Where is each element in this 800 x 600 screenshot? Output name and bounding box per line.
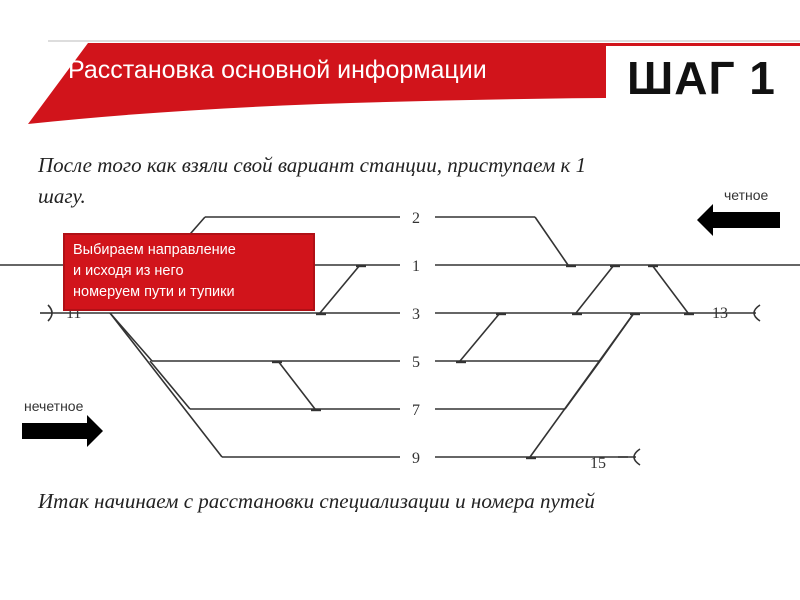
arrow-even-icon — [697, 204, 780, 236]
track-label-15: 15 — [590, 455, 606, 472]
switch-5-b — [459, 312, 501, 362]
outro-text: Итак начинаем с расстановки специализаци… — [38, 489, 595, 513]
switch-7-b — [277, 360, 316, 410]
callout-box: Выбираем направление и исходя из него но… — [63, 233, 315, 311]
switch-2-right — [534, 216, 569, 266]
switch-7-a — [149, 360, 191, 410]
track-label-2: 2 — [412, 210, 420, 227]
arrow-odd-icon — [22, 415, 103, 447]
track-label-1: 1 — [412, 258, 420, 275]
banner-shadow — [48, 40, 800, 42]
direction-odd-label: нечетное — [24, 398, 84, 414]
switch-3-b — [575, 264, 615, 314]
page-title: Расстановка основной информации — [68, 56, 487, 84]
track-label-3: 3 — [412, 306, 420, 323]
switch-9-b — [529, 312, 635, 458]
direction-even-label: четное — [724, 187, 769, 203]
track-label-7: 7 — [412, 402, 420, 419]
intro-text: После того как взяли свой вариант станци… — [38, 153, 587, 208]
header-banner — [28, 40, 800, 128]
step-label: ШАГ 1 — [627, 52, 776, 104]
switch-9-a — [109, 312, 223, 458]
track-label-13: 13 — [712, 305, 728, 322]
switch-3-a — [319, 264, 361, 314]
station-track-diagram: 2 1 3 5 7 9 13 15 11 — [0, 204, 800, 472]
step-box — [606, 46, 800, 128]
track-label-9: 9 — [412, 450, 420, 467]
track-label-5: 5 — [412, 354, 420, 371]
switch-3-c — [651, 264, 689, 314]
